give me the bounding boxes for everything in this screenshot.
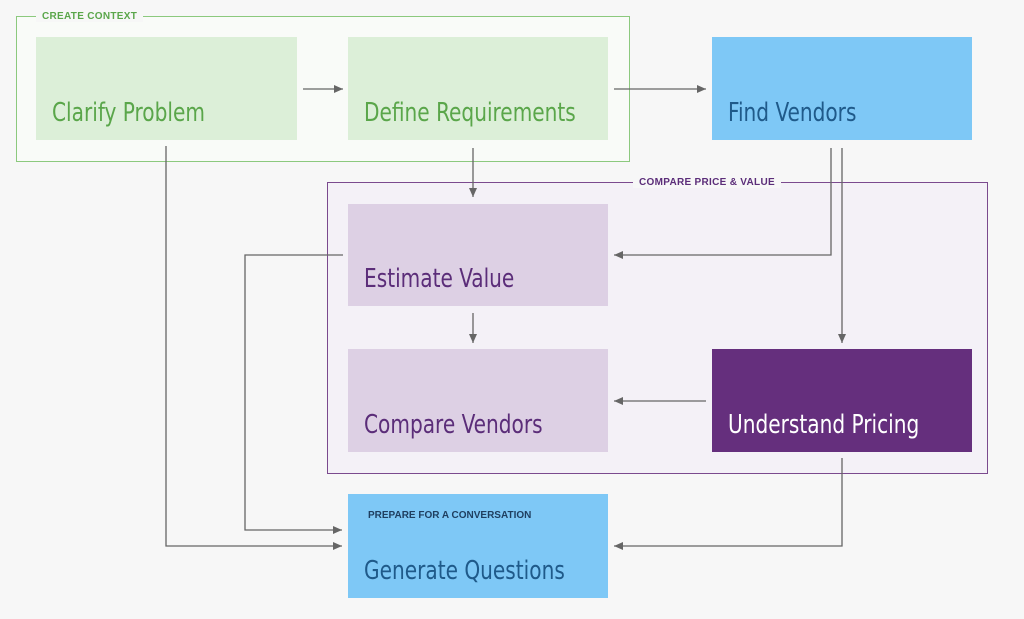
estimate-value-node: Estimate Value (348, 204, 608, 306)
find-vendors-label: Find Vendors (728, 98, 857, 128)
arrow-pricing-to-generate (614, 458, 843, 550)
clarify-problem-label: Clarify Problem (52, 98, 205, 128)
generate-questions-label: Generate Questions (364, 556, 565, 586)
estimate-value-label: Estimate Value (364, 264, 515, 294)
understand-pricing-node: Understand Pricing (712, 349, 972, 452)
define-requirements-node: Define Requirements (348, 37, 608, 140)
arrow-find-to-estimate (614, 148, 832, 259)
define-requirements-label: Define Requirements (364, 98, 576, 128)
clarify-problem-node: Clarify Problem (36, 37, 297, 140)
generate-questions-node: PREPARE FOR A CONVERSATION Generate Ques… (348, 494, 608, 598)
create-context-label: CREATE CONTEXT (36, 11, 144, 22)
understand-pricing-label: Understand Pricing (728, 410, 920, 440)
compare-price-value-label: COMPARE PRICE & VALUE (633, 177, 781, 188)
compare-vendors-label: Compare Vendors (364, 410, 543, 440)
compare-vendors-node: Compare Vendors (348, 349, 608, 452)
arrow-estimate-to-generate (244, 254, 343, 534)
prepare-conversation-label: PREPARE FOR A CONVERSATION (368, 510, 532, 521)
arrow-clarify-to-generate (165, 146, 342, 550)
find-vendors-node: Find Vendors (712, 37, 972, 140)
